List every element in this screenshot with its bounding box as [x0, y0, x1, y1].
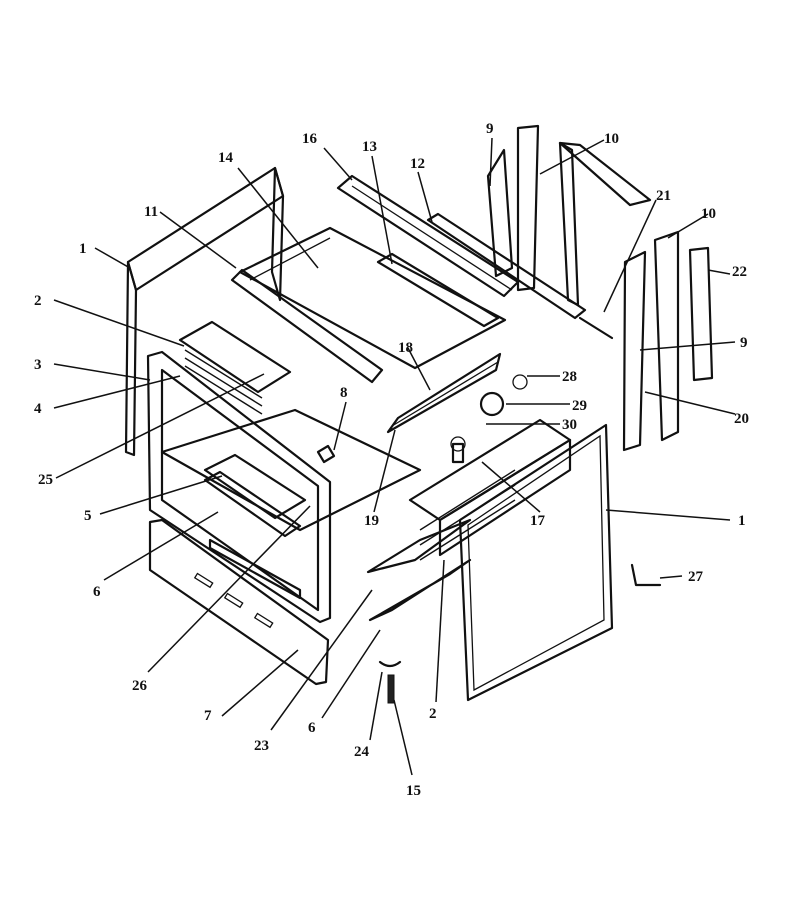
callout-10-top: 10	[604, 131, 619, 147]
callout-11: 11	[144, 204, 158, 220]
callout-9-top: 9	[486, 121, 494, 137]
rear-rail	[336, 174, 520, 298]
small-bracket	[316, 444, 336, 464]
callout-27: 27	[688, 569, 704, 585]
broiler-drawer	[203, 470, 302, 600]
callout-7: 7	[204, 708, 212, 724]
callout-19: 19	[364, 513, 379, 529]
callout-4: 4	[34, 401, 42, 417]
callout-6-left: 6	[93, 584, 101, 600]
parts-drawing	[124, 124, 714, 704]
kick-panel	[148, 518, 330, 686]
oven-rack	[203, 453, 307, 520]
callout-23: 23	[254, 738, 269, 754]
callout-2-upper: 2	[34, 293, 42, 309]
callout-20: 20	[734, 411, 749, 427]
callout-26: 26	[132, 678, 148, 694]
callout-13: 13	[362, 139, 377, 155]
light-assembly	[450, 374, 528, 464]
callout-2-lower: 2	[429, 706, 437, 722]
top-front-rail	[230, 268, 384, 384]
callout-labels: 1 1 2 2 3 4 5 6 6 7 8 9 9 10 10 11 12 13…	[34, 121, 749, 799]
callout-12: 12	[410, 156, 425, 172]
left-side-panel	[124, 166, 285, 457]
burner-box	[408, 418, 572, 557]
callout-30: 30	[562, 417, 577, 433]
callout-1-right: 1	[738, 513, 746, 529]
upper-heat-shield	[178, 320, 292, 415]
callout-28: 28	[562, 369, 577, 385]
oven-front-frame	[146, 350, 332, 624]
oven-cavity	[160, 408, 422, 532]
callout-16: 16	[302, 131, 318, 147]
callout-17: 17	[530, 513, 546, 529]
callout-5: 5	[84, 508, 92, 524]
callout-14: 14	[218, 150, 234, 166]
callout-9-right: 9	[740, 335, 748, 351]
rear-upright-rails	[486, 124, 714, 452]
callout-18: 18	[398, 340, 413, 356]
mid-rail	[386, 352, 502, 434]
angle-bracket	[630, 563, 662, 587]
right-side-panel	[458, 423, 614, 702]
leveling-leg	[378, 660, 402, 704]
callout-21: 21	[656, 188, 671, 204]
callout-8: 8	[340, 385, 348, 401]
callout-25: 25	[38, 472, 53, 488]
callout-15: 15	[406, 783, 421, 799]
leader-lines	[53, 137, 736, 776]
callout-10-right: 10	[701, 206, 716, 222]
callout-3: 3	[34, 357, 42, 373]
callout-22: 22	[732, 264, 747, 280]
rear-back-plate	[558, 141, 652, 340]
rear-back-rail	[426, 212, 587, 320]
callout-6-right: 6	[308, 720, 316, 736]
callout-29: 29	[572, 398, 587, 414]
top-panel	[238, 226, 507, 370]
callout-1-left: 1	[79, 241, 87, 257]
callout-24: 24	[354, 744, 370, 760]
rear-channel	[376, 252, 500, 328]
